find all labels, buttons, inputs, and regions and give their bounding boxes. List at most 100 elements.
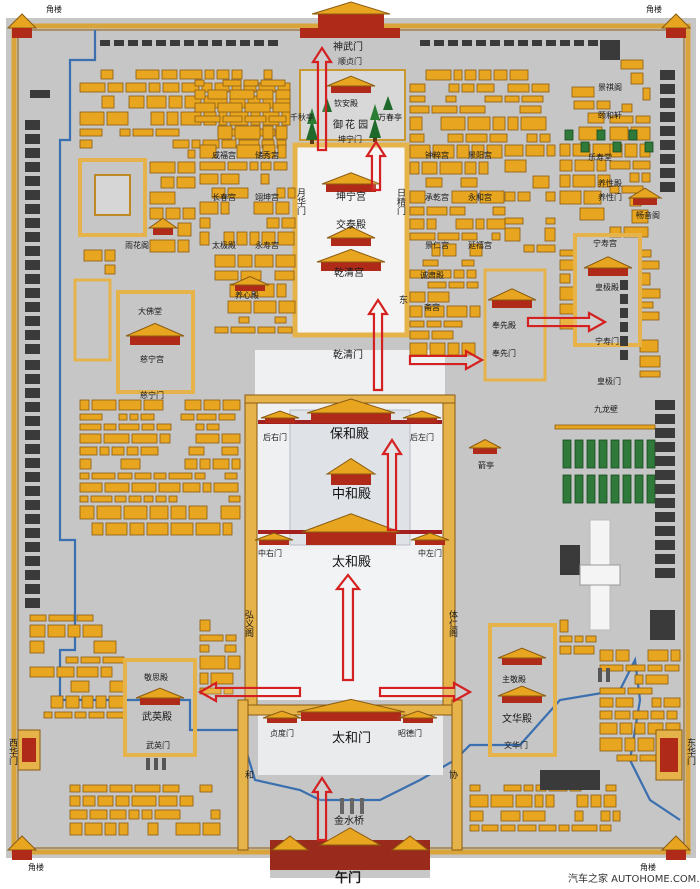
building-block [603, 794, 617, 808]
building-block [257, 326, 276, 334]
dark-block [25, 162, 40, 172]
building-block [615, 697, 634, 708]
building-block [106, 711, 126, 719]
building-block [91, 472, 116, 480]
building-block [631, 209, 649, 224]
building-block [576, 794, 589, 808]
building-block [641, 172, 651, 183]
building-block [91, 522, 104, 536]
green-hedge [646, 439, 656, 469]
dark-block [25, 330, 40, 340]
tree-trunk [373, 138, 377, 142]
building-block [194, 102, 216, 113]
qianqing-palace-roof [316, 248, 386, 271]
building-block [481, 824, 499, 832]
label-zhaode-gate: 昭德门 [398, 728, 422, 738]
building-block [82, 624, 103, 638]
route-arrow-shenwu [310, 45, 334, 152]
building-block [559, 143, 571, 157]
building-block [639, 754, 658, 762]
dark-block [420, 40, 430, 46]
building-block [162, 82, 180, 93]
building-block [202, 482, 212, 493]
building-block [79, 399, 90, 411]
building-block [409, 116, 423, 131]
corner-tower-ne [660, 13, 692, 38]
building-block [221, 139, 237, 149]
baohe-hall-roof [306, 398, 396, 423]
building-block [230, 326, 256, 334]
label-ningshou-palace: 宁寿宫 [593, 238, 617, 248]
building-block [203, 399, 221, 411]
building-block [585, 635, 597, 643]
building-block [559, 635, 573, 643]
building-block [559, 174, 571, 188]
building-block [522, 810, 546, 822]
dark-block [25, 570, 40, 580]
green-hedge [622, 474, 632, 504]
building-block [256, 89, 274, 100]
building-block [129, 413, 139, 421]
building-block [525, 144, 545, 157]
green-hedge [586, 474, 596, 504]
building-block [176, 176, 196, 189]
building-block [275, 125, 288, 140]
building-block [195, 423, 205, 431]
building-block [639, 355, 661, 368]
wenhua-compound [488, 623, 557, 757]
qinan-hall-roof [326, 75, 376, 93]
huangji-hall-roof [583, 256, 633, 276]
building-block [204, 69, 215, 80]
building-block [118, 822, 129, 836]
label-taihe-gate: 太和门 [332, 731, 371, 746]
building-block [639, 288, 661, 299]
building-block [244, 115, 267, 123]
building-block [471, 144, 485, 159]
building-block [118, 423, 140, 431]
building-block [500, 810, 521, 822]
building-block [262, 144, 276, 159]
building-block [609, 185, 620, 194]
building-block [422, 259, 439, 267]
building-block [126, 446, 139, 456]
label-taihe-hall: 太和殿 [332, 555, 371, 570]
dark-block [25, 190, 40, 200]
building-block [609, 115, 634, 124]
dark-block [588, 40, 598, 46]
building-block [559, 645, 572, 655]
dark-block [25, 204, 40, 214]
dark-block [560, 40, 570, 46]
dark-block [198, 40, 208, 46]
building-block [199, 634, 224, 642]
dark-block [660, 182, 675, 192]
building-block [201, 82, 213, 93]
building-block [621, 103, 633, 113]
building-block [572, 174, 596, 188]
route-arrow-east-fengxian [408, 349, 485, 371]
label-chengqian-palace: 承乾宫 [425, 192, 449, 202]
building-block [583, 190, 602, 205]
building-block [491, 232, 501, 241]
building-block [429, 342, 446, 356]
dark-block [655, 526, 675, 536]
green-hedge [610, 439, 620, 469]
building-block [263, 69, 273, 80]
building-block [69, 784, 81, 793]
dark-block [30, 90, 50, 98]
building-block [532, 175, 550, 189]
building-block [109, 784, 133, 793]
green-hedge [562, 474, 572, 504]
building-block [104, 249, 116, 262]
building-block [261, 231, 276, 246]
building-block [409, 269, 426, 279]
building-block [664, 664, 680, 672]
building-block [427, 281, 447, 289]
building-block [89, 809, 108, 820]
building-block [50, 695, 64, 709]
tree-icon [383, 96, 393, 110]
green-hedge [596, 129, 606, 141]
building-block [573, 100, 595, 110]
taihe-gate-plaza [258, 715, 443, 775]
building-block [199, 619, 211, 632]
label-qinan-hall: 钦安殿 [334, 98, 358, 108]
